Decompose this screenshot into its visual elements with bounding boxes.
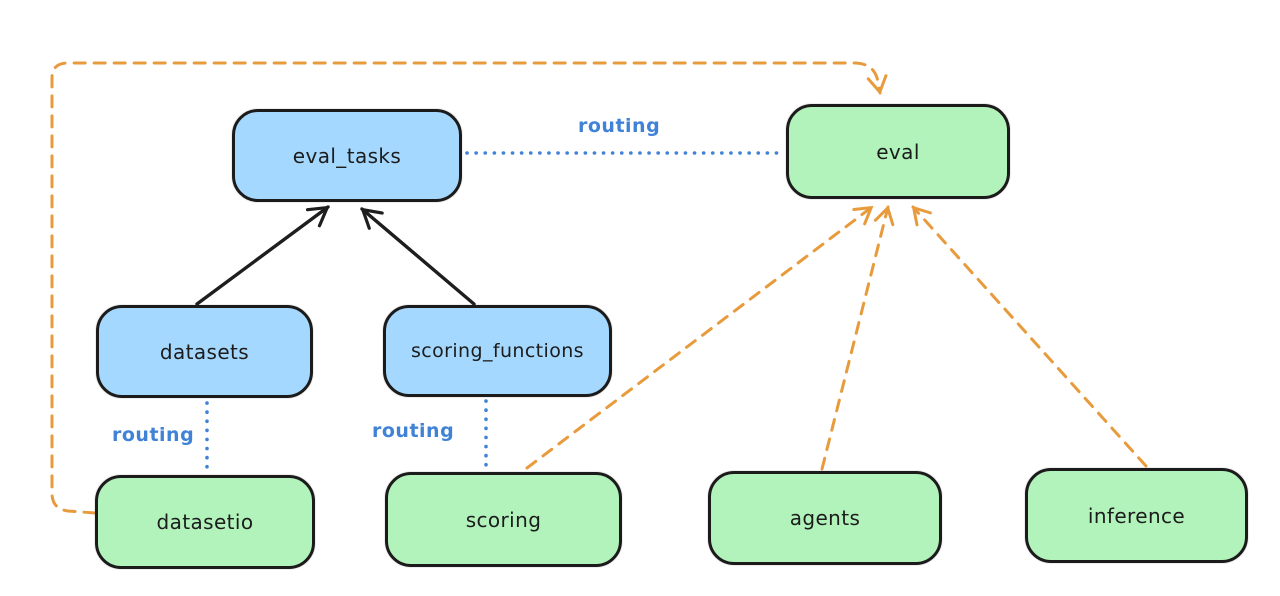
node-agents-label: agents: [789, 506, 861, 530]
edge-inference-to-eval: [911, 205, 1148, 468]
edge-label-routing-scoring-functions-scoring: routing: [372, 420, 455, 442]
edge-label-routing-eval-tasks-eval: routing: [578, 115, 661, 137]
node-scoring-functions: scoring_functions: [383, 305, 612, 397]
node-datasetio-label: datasetio: [156, 510, 254, 534]
node-inference-label: inference: [1087, 503, 1186, 528]
node-eval-tasks-label: eval_tasks: [292, 143, 402, 168]
edge-scoring-functions-to-eval-tasks: [360, 207, 476, 306]
edge-label-routing-datasets-datasetio: routing: [112, 424, 195, 446]
edge-agents-to-eval: [820, 205, 895, 471]
node-inference: inference: [1025, 468, 1248, 563]
node-eval: eval: [786, 104, 1010, 199]
node-eval-label: eval: [876, 139, 920, 164]
node-datasetio: datasetio: [95, 475, 315, 569]
edge-datasets-to-eval-tasks: [195, 205, 330, 306]
node-datasets: datasets: [96, 305, 313, 398]
node-agents: agents: [708, 471, 942, 565]
node-scoring-label: scoring: [465, 507, 542, 532]
node-scoring: scoring: [385, 472, 622, 567]
node-scoring-functions-label: scoring_functions: [411, 340, 584, 362]
node-eval-tasks: eval_tasks: [232, 109, 462, 202]
node-datasets-label: datasets: [159, 339, 250, 364]
